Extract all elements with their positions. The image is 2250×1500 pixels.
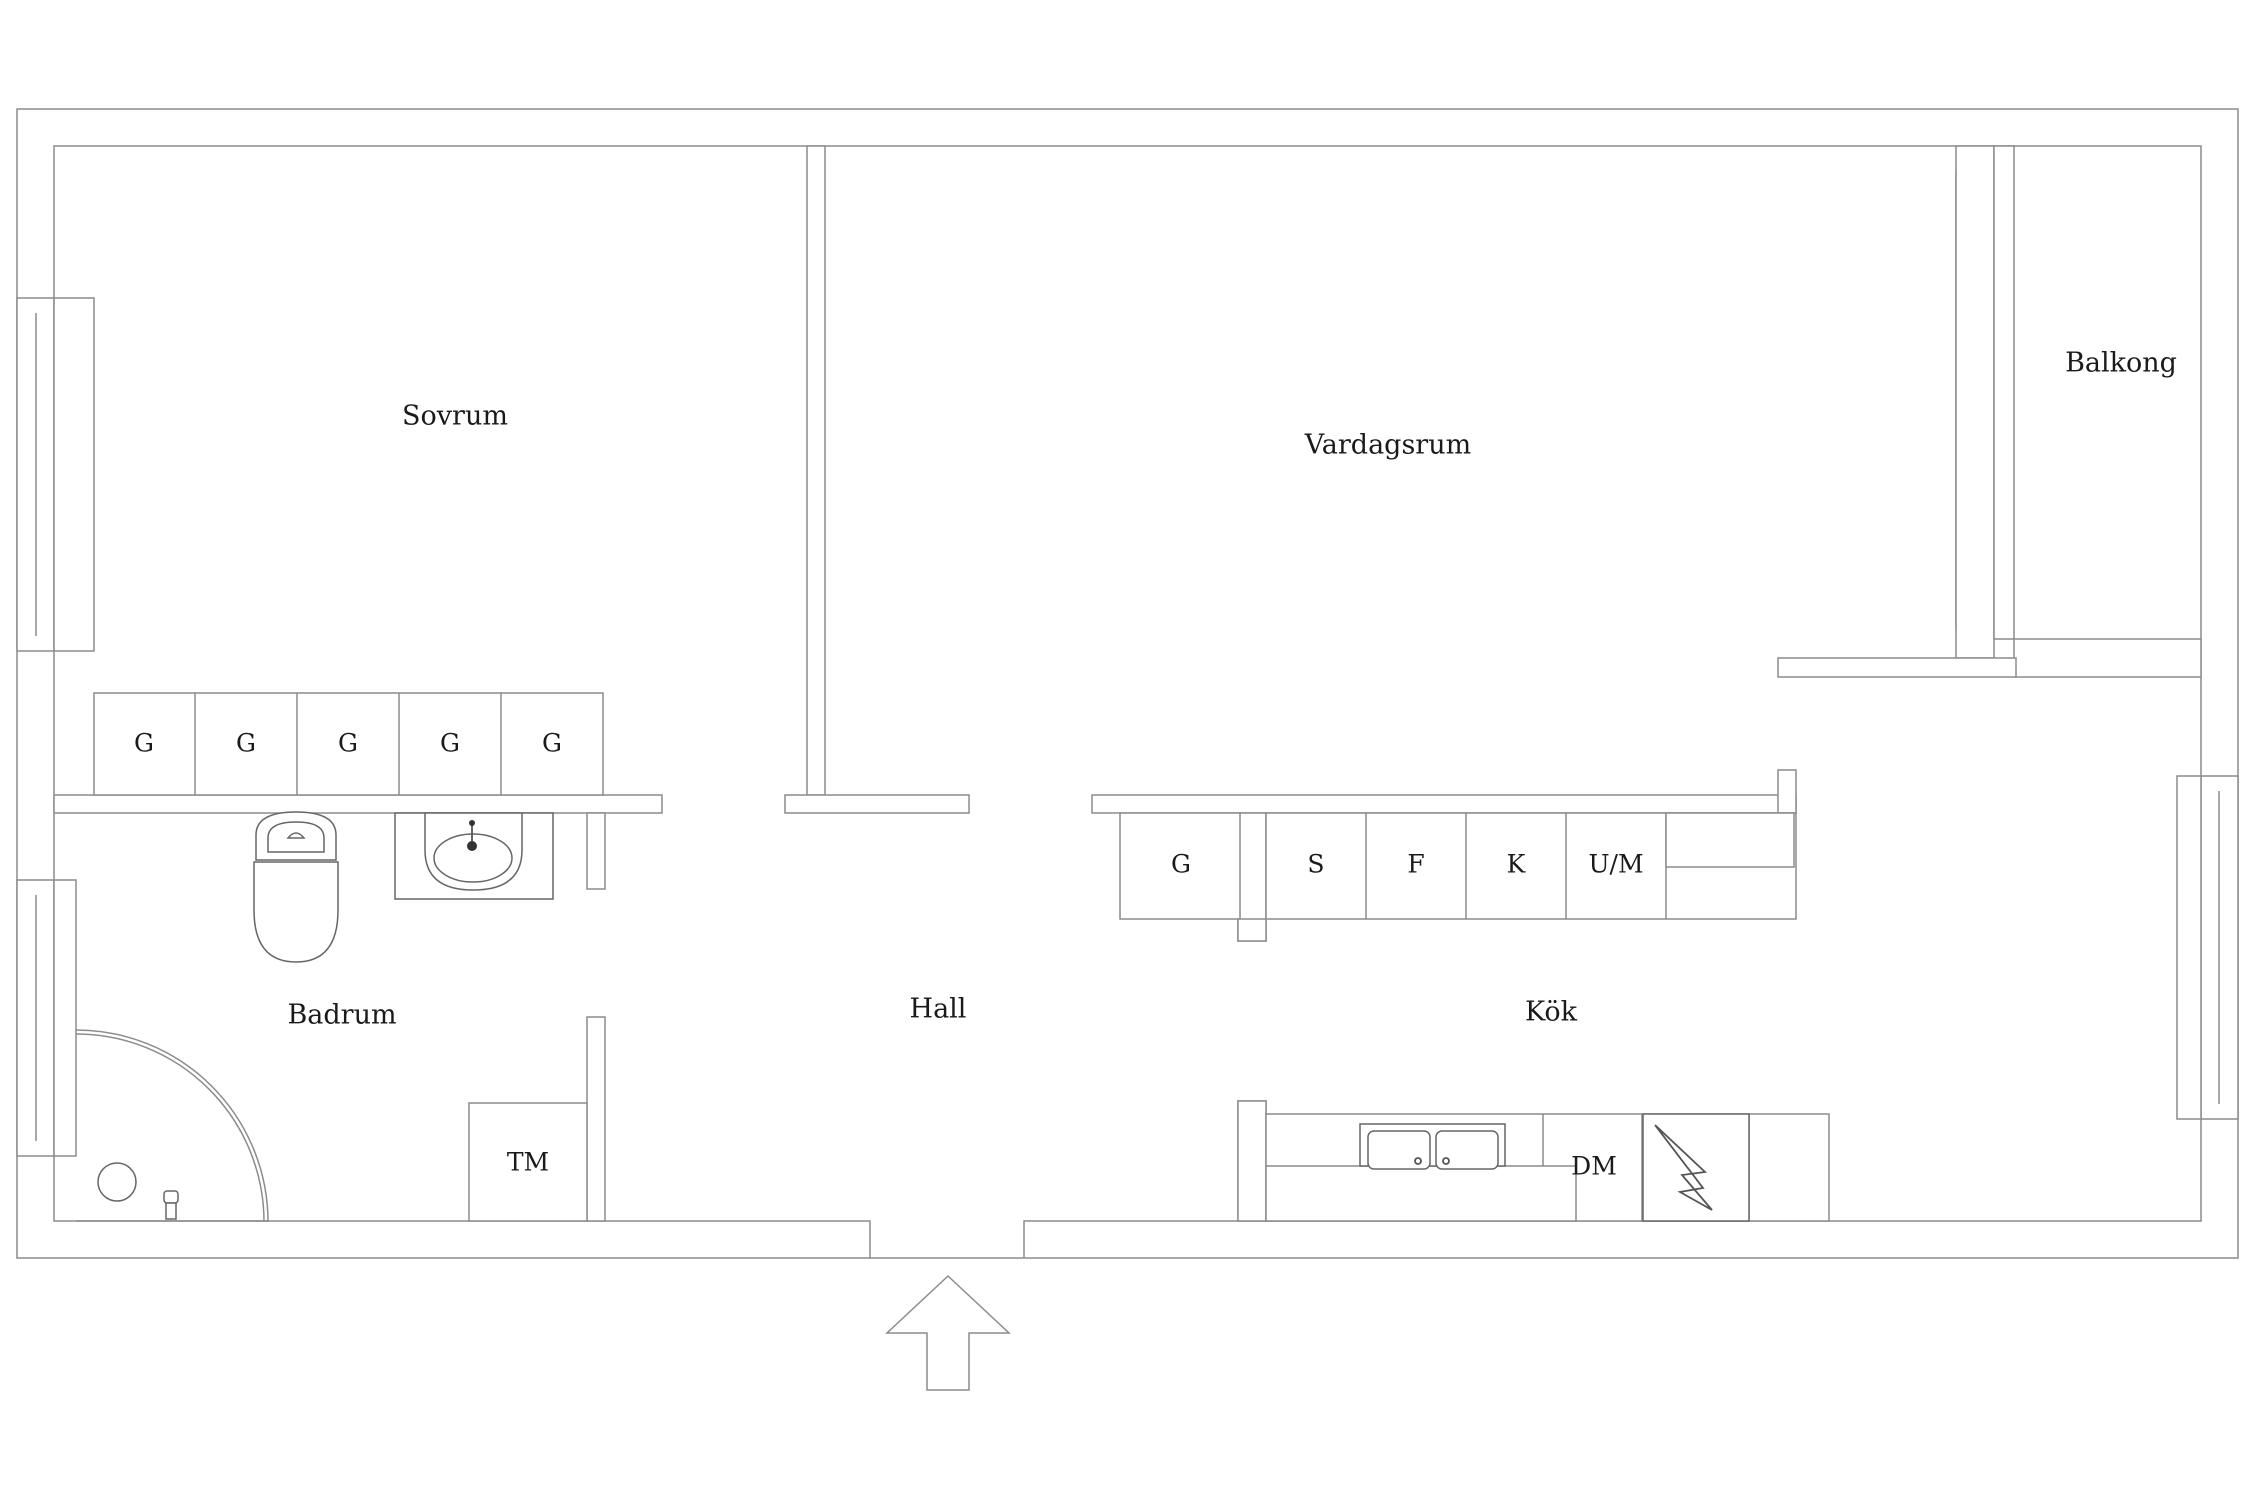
room-label-sovrum: Sovrum (402, 401, 508, 432)
washing-machine: TM (468, 1102, 588, 1222)
wall-bedroom-living (806, 145, 826, 796)
wardrobe-label: G (440, 729, 460, 758)
entrance-arrow-icon (885, 1274, 1011, 1391)
room-label-vardagsrum: Vardagsrum (1304, 430, 1471, 461)
wall-kitchen-living (1091, 794, 1797, 814)
kitchen-sink-icon (1359, 1123, 1506, 1170)
cabinet-label: U/M (1588, 850, 1643, 879)
cabinet-label: S (1307, 850, 1324, 879)
wardrobe-label: G (542, 729, 562, 758)
wall-bathroom-hall-top (586, 812, 606, 890)
dishwasher-label: DM (1571, 1152, 1617, 1181)
wall-living-right (1955, 145, 1995, 659)
shower-icon (75, 1029, 269, 1223)
wall-living-bottom (1777, 657, 2017, 678)
cabinet-label: G (1171, 850, 1191, 879)
cabinet-label: F (1407, 850, 1424, 879)
washing-machine-label: TM (507, 1148, 549, 1177)
wall-balcony-left (1993, 145, 2015, 640)
exterior-wall (16, 108, 2239, 1259)
window-bedroom (16, 297, 95, 652)
room-label-hall: Hall (910, 994, 967, 1025)
bedroom-wardrobes: G G G G G (93, 692, 604, 796)
cabinet-label: K (1507, 850, 1527, 879)
room-label-badrum: Badrum (287, 1000, 396, 1031)
wall-bathroom-hall-bottom (586, 1016, 606, 1222)
window-bathroom (16, 879, 77, 1157)
washbasin-icon (394, 812, 554, 900)
wall-hall-stub (784, 794, 970, 814)
wardrobe-label: G (134, 729, 154, 758)
kitchen-cabinets: G S F K U/M (1119, 812, 1797, 942)
room-label-balkong: Balkong (2065, 348, 2177, 379)
wall-bedroom-bathroom (53, 794, 663, 814)
toilet-icon (253, 811, 339, 963)
window-kitchen (2176, 775, 2239, 1120)
stove-icon (1642, 1113, 1750, 1222)
wardrobe-label: G (236, 729, 256, 758)
wall-balcony-bottom (2013, 638, 2202, 678)
wardrobe-label: G (338, 729, 358, 758)
room-label-kok: Kök (1525, 997, 1578, 1028)
wall-kitchen-stub (1777, 769, 1797, 814)
